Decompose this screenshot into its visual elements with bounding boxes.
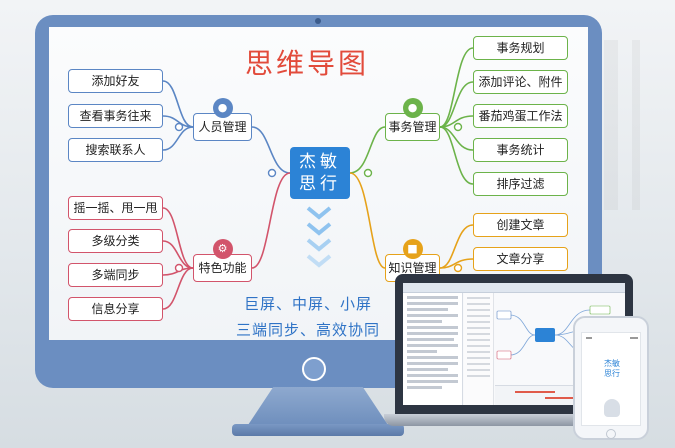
page-title: 思维导图 (245, 47, 370, 80)
slogan-line2: 三端同步、高效协同 (236, 321, 381, 339)
hub-task-management[interactable]: ● 事务管理 (385, 98, 440, 141)
chevron-down-icon (306, 222, 332, 236)
node-create-article[interactable]: 创建文章 (473, 213, 568, 237)
center-line1: 杰敏 (299, 152, 341, 172)
phone-app-logo: 杰敏 思行 (594, 359, 630, 389)
phone-logo-line2: 思行 (604, 369, 620, 378)
slogan-line1: 巨屏、中屏、小屏 (244, 295, 373, 313)
center-line2: 思行 (299, 174, 341, 194)
people-icon: ● (212, 98, 233, 118)
mascot-icon (604, 399, 620, 417)
phone-status-bar (586, 337, 638, 339)
laptop-app-tree-panel (403, 293, 463, 405)
lightbulb-icon: ● (402, 98, 423, 118)
hub-label: 人员管理 (198, 120, 247, 134)
node-multi-category[interactable]: 多级分类 (68, 229, 163, 253)
node-info-share[interactable]: 信息分享 (68, 297, 163, 321)
phone-home-button[interactable] (606, 429, 616, 439)
webcam (315, 18, 321, 24)
hub-label: 知识管理 (388, 261, 437, 275)
node-multi-sync[interactable]: 多端同步 (68, 263, 163, 287)
hub-label: 特色功能 (198, 261, 247, 275)
node-add-comment[interactable]: 添加评论、附件 (473, 70, 568, 94)
laptop-app-toolbar (403, 283, 625, 293)
node-view-transactions[interactable]: 查看事务往来 (68, 104, 163, 128)
book-icon: ■ (402, 239, 423, 259)
gear-icon: ⚙ (212, 239, 233, 259)
hub-label: 事务管理 (388, 120, 437, 134)
node-add-friend[interactable]: 添加好友 (68, 69, 163, 93)
phone-logo-line1: 杰敏 (604, 359, 620, 368)
power-button[interactable] (302, 357, 326, 381)
node-sort-filter[interactable]: 排序过滤 (473, 172, 568, 196)
node-task-stats[interactable]: 事务统计 (473, 138, 568, 162)
node-share-article[interactable]: 文章分享 (473, 247, 568, 271)
monitor-stand-foot (232, 424, 404, 436)
chevron-down-icon (306, 254, 332, 268)
phone: 杰敏 思行 (573, 316, 649, 440)
node-shake[interactable]: 摇一摇、甩一甩 (68, 196, 163, 220)
center-logo-node[interactable]: 杰敏 思行 (290, 147, 350, 199)
chevron-down-icon (306, 206, 332, 220)
phone-screen: 杰敏 思行 (581, 332, 641, 426)
node-search-contacts[interactable]: 搜索联系人 (68, 138, 163, 162)
monitor-stand-neck (248, 387, 388, 425)
node-task-planning[interactable]: 事务规划 (473, 36, 568, 60)
laptop-app-list-panel (464, 293, 494, 405)
hub-people-management[interactable]: ● 人员管理 (193, 98, 252, 141)
hub-special-features[interactable]: ⚙ 特色功能 (193, 239, 252, 282)
chevron-down-icon (306, 238, 332, 252)
node-pomodoro[interactable]: 番茄鸡蛋工作法 (473, 104, 568, 128)
